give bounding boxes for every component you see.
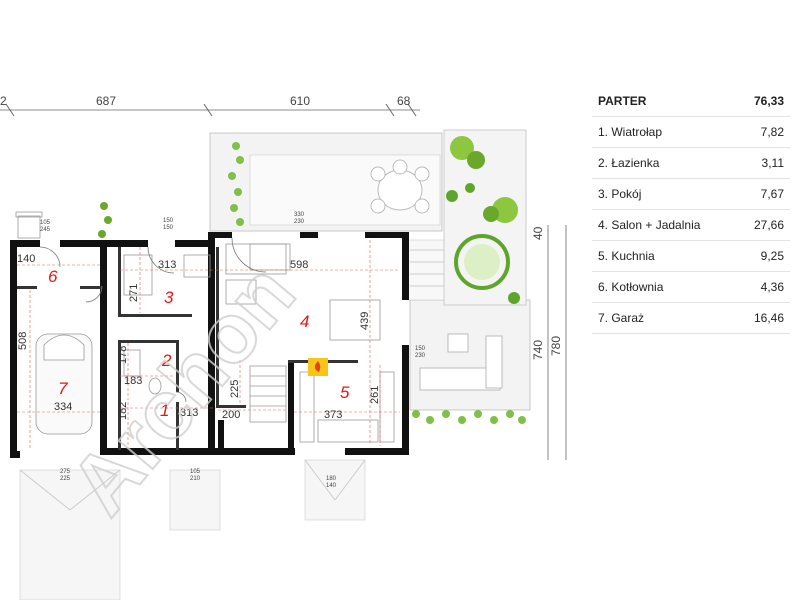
dim-r5-h: 261 — [369, 386, 381, 404]
table-row: 1. Wiatrołap 7,82 — [592, 117, 790, 148]
room-number-3: 3 — [164, 288, 174, 307]
table-row: 7. Garaż 16,46 — [592, 303, 790, 334]
door-swings — [39, 237, 267, 403]
room-number-4: 4 — [300, 312, 309, 331]
room-dimension-labels: 140 313 271 598 439 508 334 178 183 182 … — [17, 253, 381, 421]
table-row: 4. Salon + Jadalnia 27,66 — [592, 210, 790, 241]
top-dim-2: 610 — [290, 94, 310, 108]
summary-total: 76,33 — [753, 94, 784, 108]
dim-r7-h: 508 — [17, 332, 29, 350]
right-dim-0: 40 — [531, 226, 545, 240]
dim-r5-w: 373 — [324, 409, 342, 421]
room-number-1: 1 — [160, 401, 169, 420]
room-area: 4,36 — [760, 280, 784, 294]
room-label: 5. Kuchnia — [598, 249, 655, 263]
top-dimension-line: 2 687 610 68 — [0, 94, 420, 117]
window-mark-1a: 105 — [40, 220, 51, 226]
room-area: 9,25 — [760, 249, 784, 263]
dim-r1-w: 313 — [180, 407, 198, 419]
dim-stairs-h: 225 — [229, 380, 241, 398]
table-row: 6. Kotłownia 4,36 — [592, 272, 790, 303]
table-row: 2. Łazienka 3,11 — [592, 148, 790, 179]
window-mark-6b: 210 — [190, 476, 201, 482]
window-mark-5a: 275 — [60, 469, 71, 475]
table-header-row: PARTER 76,33 — [592, 86, 790, 117]
floor-plan: 2 687 610 68 — [0, 94, 567, 600]
room-area: 3,11 — [761, 156, 784, 170]
dim-r6-w: 140 — [17, 253, 35, 265]
window-mark-2b: 150 — [163, 225, 174, 231]
room-number-6: 6 — [48, 267, 58, 286]
window-mark-3b: 230 — [294, 219, 305, 225]
dim-r2-w: 183 — [124, 375, 142, 387]
top-dim-0: 2 — [0, 94, 7, 108]
exterior-walls — [10, 232, 409, 458]
room-label: 7. Garaż — [598, 311, 645, 325]
window-mark-4b: 230 — [415, 353, 426, 359]
table-row: 5. Kuchnia 9,25 — [592, 241, 790, 272]
window-mark-3a: 330 — [294, 212, 305, 218]
dim-r7-w: 334 — [54, 401, 72, 413]
room-label: 6. Kotłownia — [598, 280, 664, 294]
dim-r3-w: 313 — [158, 259, 176, 271]
interior-furniture — [15, 211, 395, 443]
room-area: 7,67 — [760, 187, 784, 201]
room-label: 4. Salon + Jadalnia — [598, 218, 701, 232]
window-mark-6a: 105 — [190, 469, 201, 475]
right-dim-2: 780 — [549, 336, 563, 356]
dim-r4-h: 439 — [359, 312, 371, 330]
dim-r3-h: 271 — [128, 284, 140, 302]
room-area: 27,66 — [753, 218, 784, 232]
room-label: 1. Wiatrołap — [598, 125, 663, 139]
window-mark-7b: 140 — [326, 483, 337, 489]
dim-r4-w: 598 — [290, 259, 308, 271]
top-dim-3: 68 — [397, 94, 411, 108]
window-marks: 105 245 150 150 330 230 150 230 275 225 … — [40, 212, 426, 489]
garden-bed — [443, 129, 527, 306]
right-dimension-lines: 40 740 780 — [531, 225, 567, 460]
window-mark-7a: 180 — [326, 476, 337, 482]
dim-r1-h: 182 — [117, 402, 129, 420]
room-label: 3. Pokój — [598, 187, 642, 201]
right-dim-1: 740 — [531, 340, 545, 360]
room-number-5: 5 — [340, 383, 350, 402]
terrace — [19, 132, 531, 600]
room-area: 7,82 — [760, 125, 784, 139]
window-mark-2a: 150 — [163, 218, 174, 224]
fireplace-icon — [308, 358, 328, 376]
room-number-7: 7 — [58, 379, 68, 398]
table-row: 3. Pokój 7,67 — [592, 179, 790, 210]
hedge — [98, 142, 526, 424]
room-label: 2. Łazienka — [598, 156, 660, 170]
window-mark-1b: 245 — [40, 227, 51, 233]
inner-dimension-lines — [17, 240, 400, 450]
room-area: 16,46 — [753, 311, 784, 325]
top-dim-1: 687 — [96, 94, 116, 108]
dim-r2-h: 178 — [117, 346, 129, 364]
area-summary-table: PARTER 76,33 1. Wiatrołap 7,82 2. Łazien… — [592, 86, 790, 334]
outdoor-furniture — [370, 159, 503, 391]
window-mark-5b: 225 — [60, 476, 71, 482]
window-mark-4a: 150 — [415, 346, 426, 352]
summary-title: PARTER — [598, 94, 647, 108]
room-numbers: 1 2 3 4 5 6 7 — [48, 267, 350, 420]
dim-stairs-w: 200 — [222, 409, 240, 421]
room-number-2: 2 — [161, 351, 172, 370]
